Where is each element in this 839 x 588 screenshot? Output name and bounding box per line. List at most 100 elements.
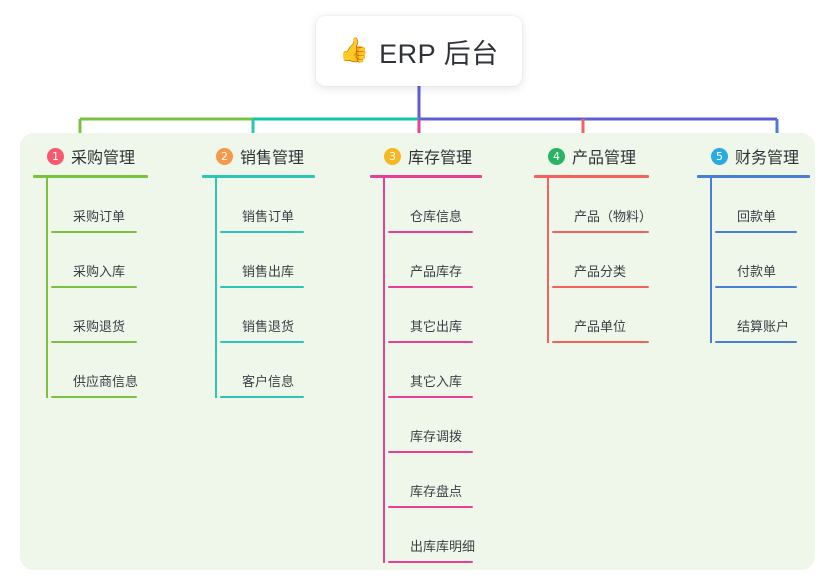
- leaf-item[interactable]: 库存调拨: [388, 398, 482, 453]
- leaf-item-underline: [552, 231, 649, 233]
- leaf-item[interactable]: 产品库存: [388, 233, 482, 288]
- branch-badge-3: 3: [384, 147, 401, 165]
- leaf-item-label: 产品分类: [574, 264, 627, 279]
- leaf-item-label: 供应商信息: [73, 374, 139, 389]
- branch-title-2: 销售管理: [240, 150, 305, 167]
- branch-column-3: 3 库存管理仓库信息产品库存其它出库其它入库库存调拨库存盘点出库库明细: [370, 143, 482, 563]
- branch-spine-1: [46, 178, 48, 398]
- leaf-item-label: 库存调拨: [410, 429, 463, 444]
- branch-spine-2: [215, 178, 217, 398]
- leaf-item-label: 采购订单: [73, 209, 126, 224]
- leaf-item-label: 其它出库: [410, 319, 463, 334]
- leaf-item-underline: [388, 561, 473, 563]
- leaf-item[interactable]: 产品分类: [552, 233, 649, 288]
- leaf-item-label: 结算账户: [737, 319, 790, 334]
- leaf-item[interactable]: 付款单: [715, 233, 810, 288]
- leaf-item-label: 销售退货: [242, 319, 295, 334]
- leaf-item[interactable]: 产品（物料）: [552, 178, 653, 233]
- leaf-item-underline: [220, 231, 304, 233]
- leaf-item-label: 付款单: [737, 264, 777, 279]
- leaf-item-label: 客户信息: [242, 374, 295, 389]
- branch-header-1[interactable]: 1 采购管理: [33, 143, 148, 169]
- branch-underline-4: [534, 175, 649, 178]
- leaf-item-label: 销售出库: [242, 264, 295, 279]
- leaf-item[interactable]: 销售订单: [220, 178, 315, 233]
- leaf-item-label: 产品库存: [410, 264, 463, 279]
- branch-badge-4: 4: [548, 147, 565, 165]
- branch-spine-4: [547, 178, 549, 343]
- leaf-item-label: 产品（物料）: [574, 209, 653, 224]
- leaf-item-underline: [552, 286, 649, 288]
- leaf-item-underline: [388, 451, 473, 453]
- leaf-item-underline: [220, 341, 304, 343]
- leaf-item-underline: [715, 286, 797, 288]
- branch-items-5: 回款单付款单结算账户: [697, 178, 810, 343]
- leaf-item-label: 销售订单: [242, 209, 295, 224]
- branch-header-4[interactable]: 4 产品管理: [534, 143, 649, 169]
- root-node[interactable]: 👍 ERP 后台: [316, 16, 522, 86]
- branches-panel: [20, 133, 815, 570]
- leaf-item[interactable]: 回款单: [715, 178, 810, 233]
- leaf-item-underline: [388, 286, 473, 288]
- leaf-item-underline: [51, 396, 137, 398]
- leaf-item-underline: [220, 286, 304, 288]
- branch-badge-2: 2: [216, 147, 233, 165]
- leaf-item[interactable]: 采购订单: [51, 178, 148, 233]
- leaf-item[interactable]: 其它出库: [388, 288, 482, 343]
- branch-items-4: 产品（物料） 产品分类产品单位: [534, 178, 653, 343]
- leaf-item[interactable]: 供应商信息: [51, 343, 148, 398]
- leaf-item-label: 仓库信息: [410, 209, 463, 224]
- thumbs-up-icon: 👍: [339, 37, 370, 64]
- leaf-item-underline: [715, 341, 797, 343]
- leaf-item[interactable]: 客户信息: [220, 343, 315, 398]
- branch-spine-3: [383, 178, 385, 563]
- leaf-item-label: 出库库明细: [410, 539, 476, 554]
- branch-column-5: 5 财务管理回款单付款单结算账户: [697, 143, 810, 343]
- leaf-item-underline: [51, 341, 137, 343]
- branch-column-4: 4 产品管理产品（物料） 产品分类产品单位: [534, 143, 653, 343]
- branch-spine-5: [710, 178, 712, 343]
- branch-underline-2: [202, 175, 315, 178]
- leaf-item-label: 采购入库: [73, 264, 126, 279]
- leaf-item-underline: [715, 231, 797, 233]
- branch-items-1: 采购订单采购入库采购退货供应商信息: [33, 178, 148, 398]
- leaf-item-underline: [388, 506, 473, 508]
- leaf-item-label: 库存盘点: [410, 484, 463, 499]
- branch-items-3: 仓库信息产品库存其它出库其它入库库存调拨库存盘点出库库明细: [370, 178, 482, 563]
- branch-title-4: 产品管理: [572, 150, 637, 167]
- leaf-item[interactable]: 销售出库: [220, 233, 315, 288]
- leaf-item-underline: [51, 286, 137, 288]
- leaf-item[interactable]: 产品单位: [552, 288, 649, 343]
- leaf-item-underline: [552, 341, 649, 343]
- branch-column-2: 2 销售管理销售订单销售出库销售退货客户信息: [202, 143, 315, 398]
- branch-title-3: 库存管理: [408, 150, 473, 167]
- branch-column-1: 1 采购管理采购订单采购入库采购退货供应商信息: [33, 143, 148, 398]
- branch-underline-3: [370, 175, 482, 178]
- branch-header-3[interactable]: 3 库存管理: [370, 143, 482, 169]
- leaf-item-label: 回款单: [737, 209, 777, 224]
- leaf-item-label: 产品单位: [574, 319, 627, 334]
- root-node-label: ERP 后台: [379, 38, 499, 69]
- leaf-item-underline: [388, 231, 473, 233]
- leaf-item[interactable]: 采购退货: [51, 288, 148, 343]
- leaf-item[interactable]: 结算账户: [715, 288, 810, 343]
- leaf-item[interactable]: 销售退货: [220, 288, 315, 343]
- branch-underline-5: [697, 175, 810, 178]
- leaf-item-underline: [388, 341, 473, 343]
- branch-header-5[interactable]: 5 财务管理: [697, 143, 810, 169]
- leaf-item[interactable]: 出库库明细: [388, 508, 482, 563]
- leaf-item[interactable]: 仓库信息: [388, 178, 482, 233]
- branch-header-2[interactable]: 2 销售管理: [202, 143, 315, 169]
- leaf-item[interactable]: 采购入库: [51, 233, 148, 288]
- leaf-item-underline: [388, 396, 473, 398]
- branch-title-1: 采购管理: [71, 150, 136, 167]
- branch-title-5: 财务管理: [735, 150, 800, 167]
- leaf-item[interactable]: 库存盘点: [388, 453, 482, 508]
- branch-badge-1: 1: [47, 147, 64, 165]
- leaf-item[interactable]: 其它入库: [388, 343, 482, 398]
- leaf-item-underline: [220, 396, 304, 398]
- branch-underline-1: [33, 175, 148, 178]
- leaf-item-label: 其它入库: [410, 374, 463, 389]
- branch-badge-5: 5: [711, 147, 728, 165]
